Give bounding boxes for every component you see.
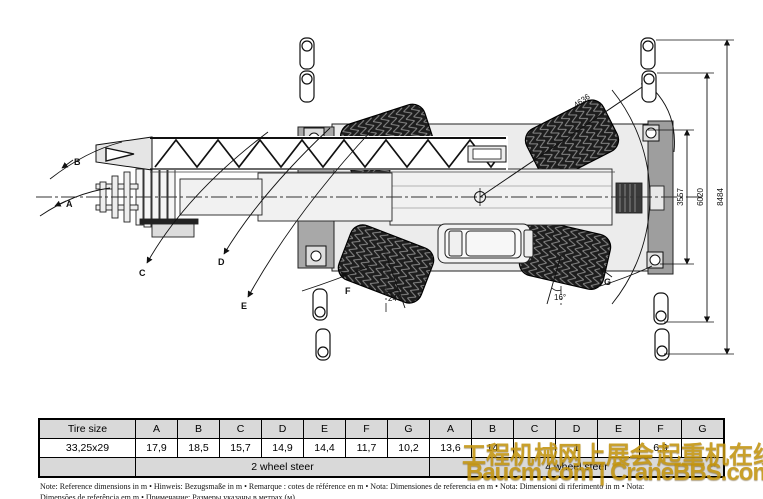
watermark-cn-right: 起重机在线 — [657, 442, 763, 469]
val-2ws-b: 18,5 — [177, 438, 220, 458]
dim-3557-label: 3557 — [676, 188, 685, 206]
tire-dimension-table: Tire size A B C D E F G A B C D E F G 33… — [38, 418, 725, 478]
dim-8484-label: 8484 — [716, 188, 725, 206]
radius-label-d: D — [218, 257, 225, 267]
radius-label-c: C — [139, 268, 146, 278]
crane-top-view-diagram: 4636 A B C D E F G — [36, 37, 734, 361]
col-4ws-e: E — [597, 419, 640, 439]
radius-arcs — [39, 127, 653, 298]
col-4ws-d: D — [555, 419, 598, 439]
table-values-row: 33,25x29 17,9 18,5 15,7 14,9 14,4 11,7 1… — [39, 438, 724, 458]
footnote-line1: Note: Reference dimensions in m • Hinwei… — [40, 482, 645, 491]
col-2ws-c: C — [219, 419, 262, 439]
rear-steer-angle: 16° — [546, 252, 566, 305]
steer-row-spacer — [39, 457, 136, 477]
front-steer-angle: 24° — [385, 252, 406, 312]
steer-2ws-label: 2 wheel steer — [135, 457, 430, 477]
watermark-dash: — — [630, 443, 652, 468]
radius-label-f: F — [345, 286, 351, 296]
col-2ws-d: D — [261, 419, 304, 439]
dim-6020-label: 6020 — [696, 188, 705, 206]
radius-label-g: G — [604, 277, 611, 287]
col-2ws-g: G — [387, 419, 430, 439]
col-2ws-a: A — [135, 419, 178, 439]
tire-size-value: 33,25x29 — [39, 438, 136, 458]
col-2ws-e: E — [303, 419, 346, 439]
col-4ws-a: A — [429, 419, 472, 439]
footnote-line2: Dimensões de referência em m • Примечани… — [40, 493, 295, 499]
tire-rear-top — [524, 99, 620, 181]
rear-steer-angle-label: 16° — [554, 293, 566, 302]
radius-label-b: B — [74, 157, 81, 167]
winch-drum — [615, 182, 665, 214]
tire-size-header: Tire size — [39, 419, 136, 439]
radius-label-a: A — [66, 199, 73, 209]
val-4ws-a: 13,6 — [429, 438, 472, 458]
val-2ws-e: 14,4 — [303, 438, 346, 458]
footnote: Note: Reference dimensions in m • Hinwei… — [40, 482, 755, 499]
front-steer-angle-label: 24° — [388, 294, 400, 303]
watermark-cn-left: 工程机械网上展会 — [462, 442, 654, 469]
col-2ws-f: F — [345, 419, 388, 439]
tail-swing-arc — [611, 89, 651, 305]
watermark-url: Baucm.com | CraneBBS.com — [466, 459, 763, 486]
operator-cab — [437, 223, 534, 264]
val-2ws-f: 11,7 — [345, 438, 388, 458]
val-2ws-d: 14,9 — [261, 438, 304, 458]
col-2ws-b: B — [177, 419, 220, 439]
val-2ws-a: 17,9 — [135, 438, 178, 458]
val-2ws-g: 10,2 — [387, 438, 430, 458]
table-steer-row: 2 wheel steer 4 wheel steer — [39, 457, 724, 477]
dimension-lines — [648, 39, 734, 355]
steer-4ws-label: 4 wheel steer — [429, 457, 724, 477]
lattice-jib — [95, 136, 615, 173]
val-2ws-c: 15,7 — [219, 438, 262, 458]
outrigger-float-pads — [299, 37, 670, 361]
radius-label-e: E — [241, 301, 247, 311]
